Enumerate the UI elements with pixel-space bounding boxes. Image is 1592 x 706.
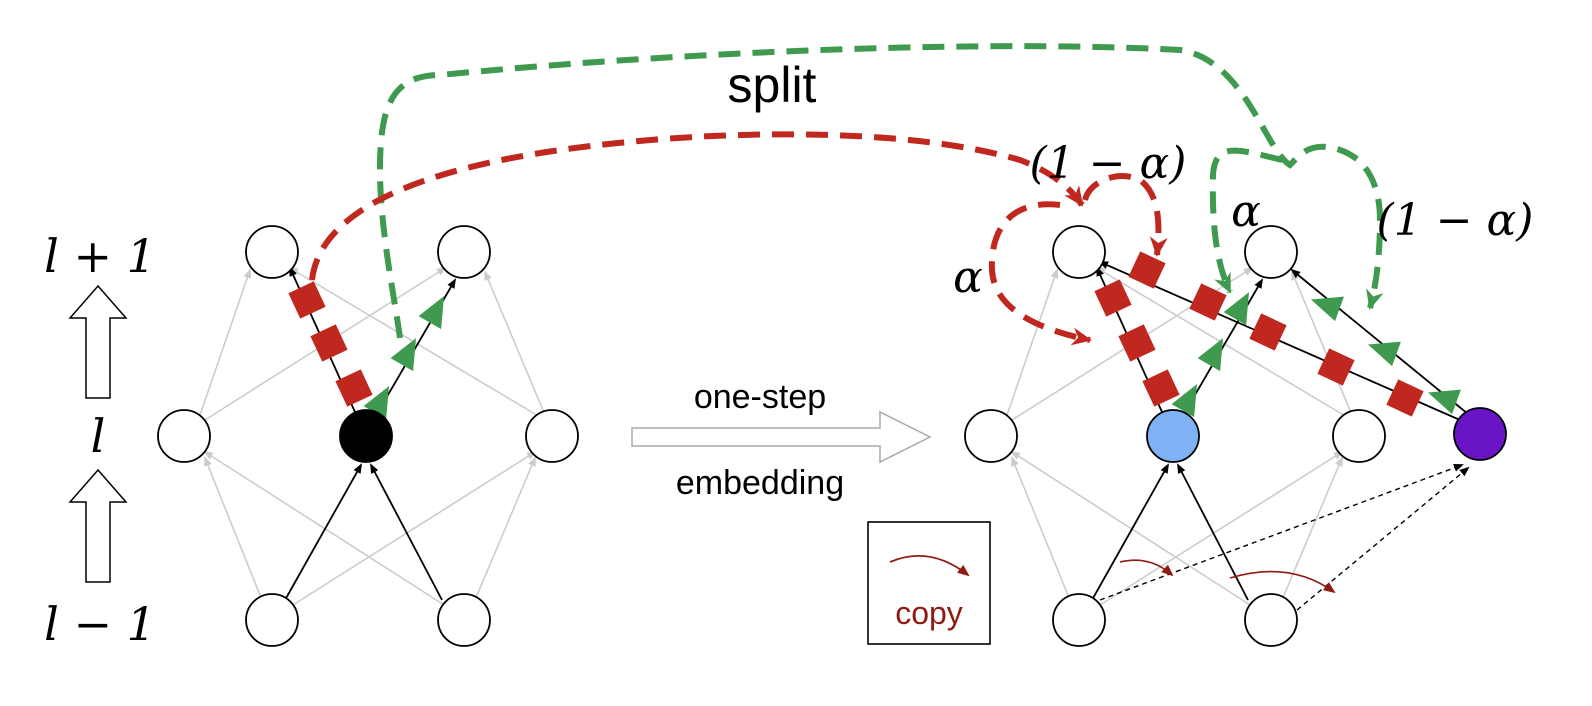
left-node-middle-1 [157, 409, 211, 463]
one-minus-alpha-left: (1 − α) [1030, 138, 1187, 189]
copy-legend-arrow [889, 555, 970, 577]
up-arrow-upper [68, 284, 128, 399]
right-node-upper-2 [1244, 225, 1298, 279]
copy-legend [867, 521, 991, 645]
left-green-markers [363, 296, 444, 420]
right-node-middle-1 [964, 409, 1018, 463]
embedding-label: embedding [676, 464, 844, 502]
green-split-path [376, 43, 1384, 339]
right-node-middle-3 [1332, 409, 1386, 463]
copy-label: copy [895, 595, 963, 631]
alpha-right: α [1231, 186, 1261, 237]
one-step-label: one-step [694, 378, 826, 416]
green-branch-alpha [1209, 147, 1283, 294]
left-nodes [157, 225, 579, 647]
one-minus-alpha-right: (1 − α) [1377, 195, 1534, 246]
up-arrow-lower [68, 468, 128, 583]
right-node-upper-1 [1052, 225, 1106, 279]
red-branch-one-minus-alpha [1082, 173, 1168, 257]
layer-label-middle: l [91, 409, 106, 463]
right-green-markers [1171, 292, 1461, 418]
layer-label-upper: l + 1 [44, 229, 156, 283]
layer-label-lower: l − 1 [44, 597, 156, 651]
alpha-left: α [953, 252, 983, 303]
right-node-lower-2 [1244, 593, 1298, 647]
right-node-middle-purple [1453, 407, 1507, 461]
right-network [964, 225, 1507, 647]
left-red-markers [288, 281, 373, 407]
red-branch-alpha [988, 201, 1092, 346]
left-node-middle-active [339, 409, 393, 463]
split-paths [309, 43, 1384, 346]
right-node-middle-blue [1146, 409, 1200, 463]
right-node-lower-1 [1052, 593, 1106, 647]
left-node-middle-3 [525, 409, 579, 463]
one-step-arrow [631, 410, 932, 464]
red-split-path [309, 131, 1085, 281]
left-network [157, 225, 579, 647]
left-node-upper-1 [245, 225, 299, 279]
right-nodes [964, 225, 1507, 647]
split-label: split [728, 57, 817, 113]
layer-arrows [68, 284, 128, 583]
left-node-lower-2 [437, 593, 491, 647]
left-node-lower-1 [245, 593, 299, 647]
right-copy-arrows [1119, 559, 1336, 594]
left-node-upper-2 [437, 225, 491, 279]
right-red-markers [1094, 251, 1424, 417]
